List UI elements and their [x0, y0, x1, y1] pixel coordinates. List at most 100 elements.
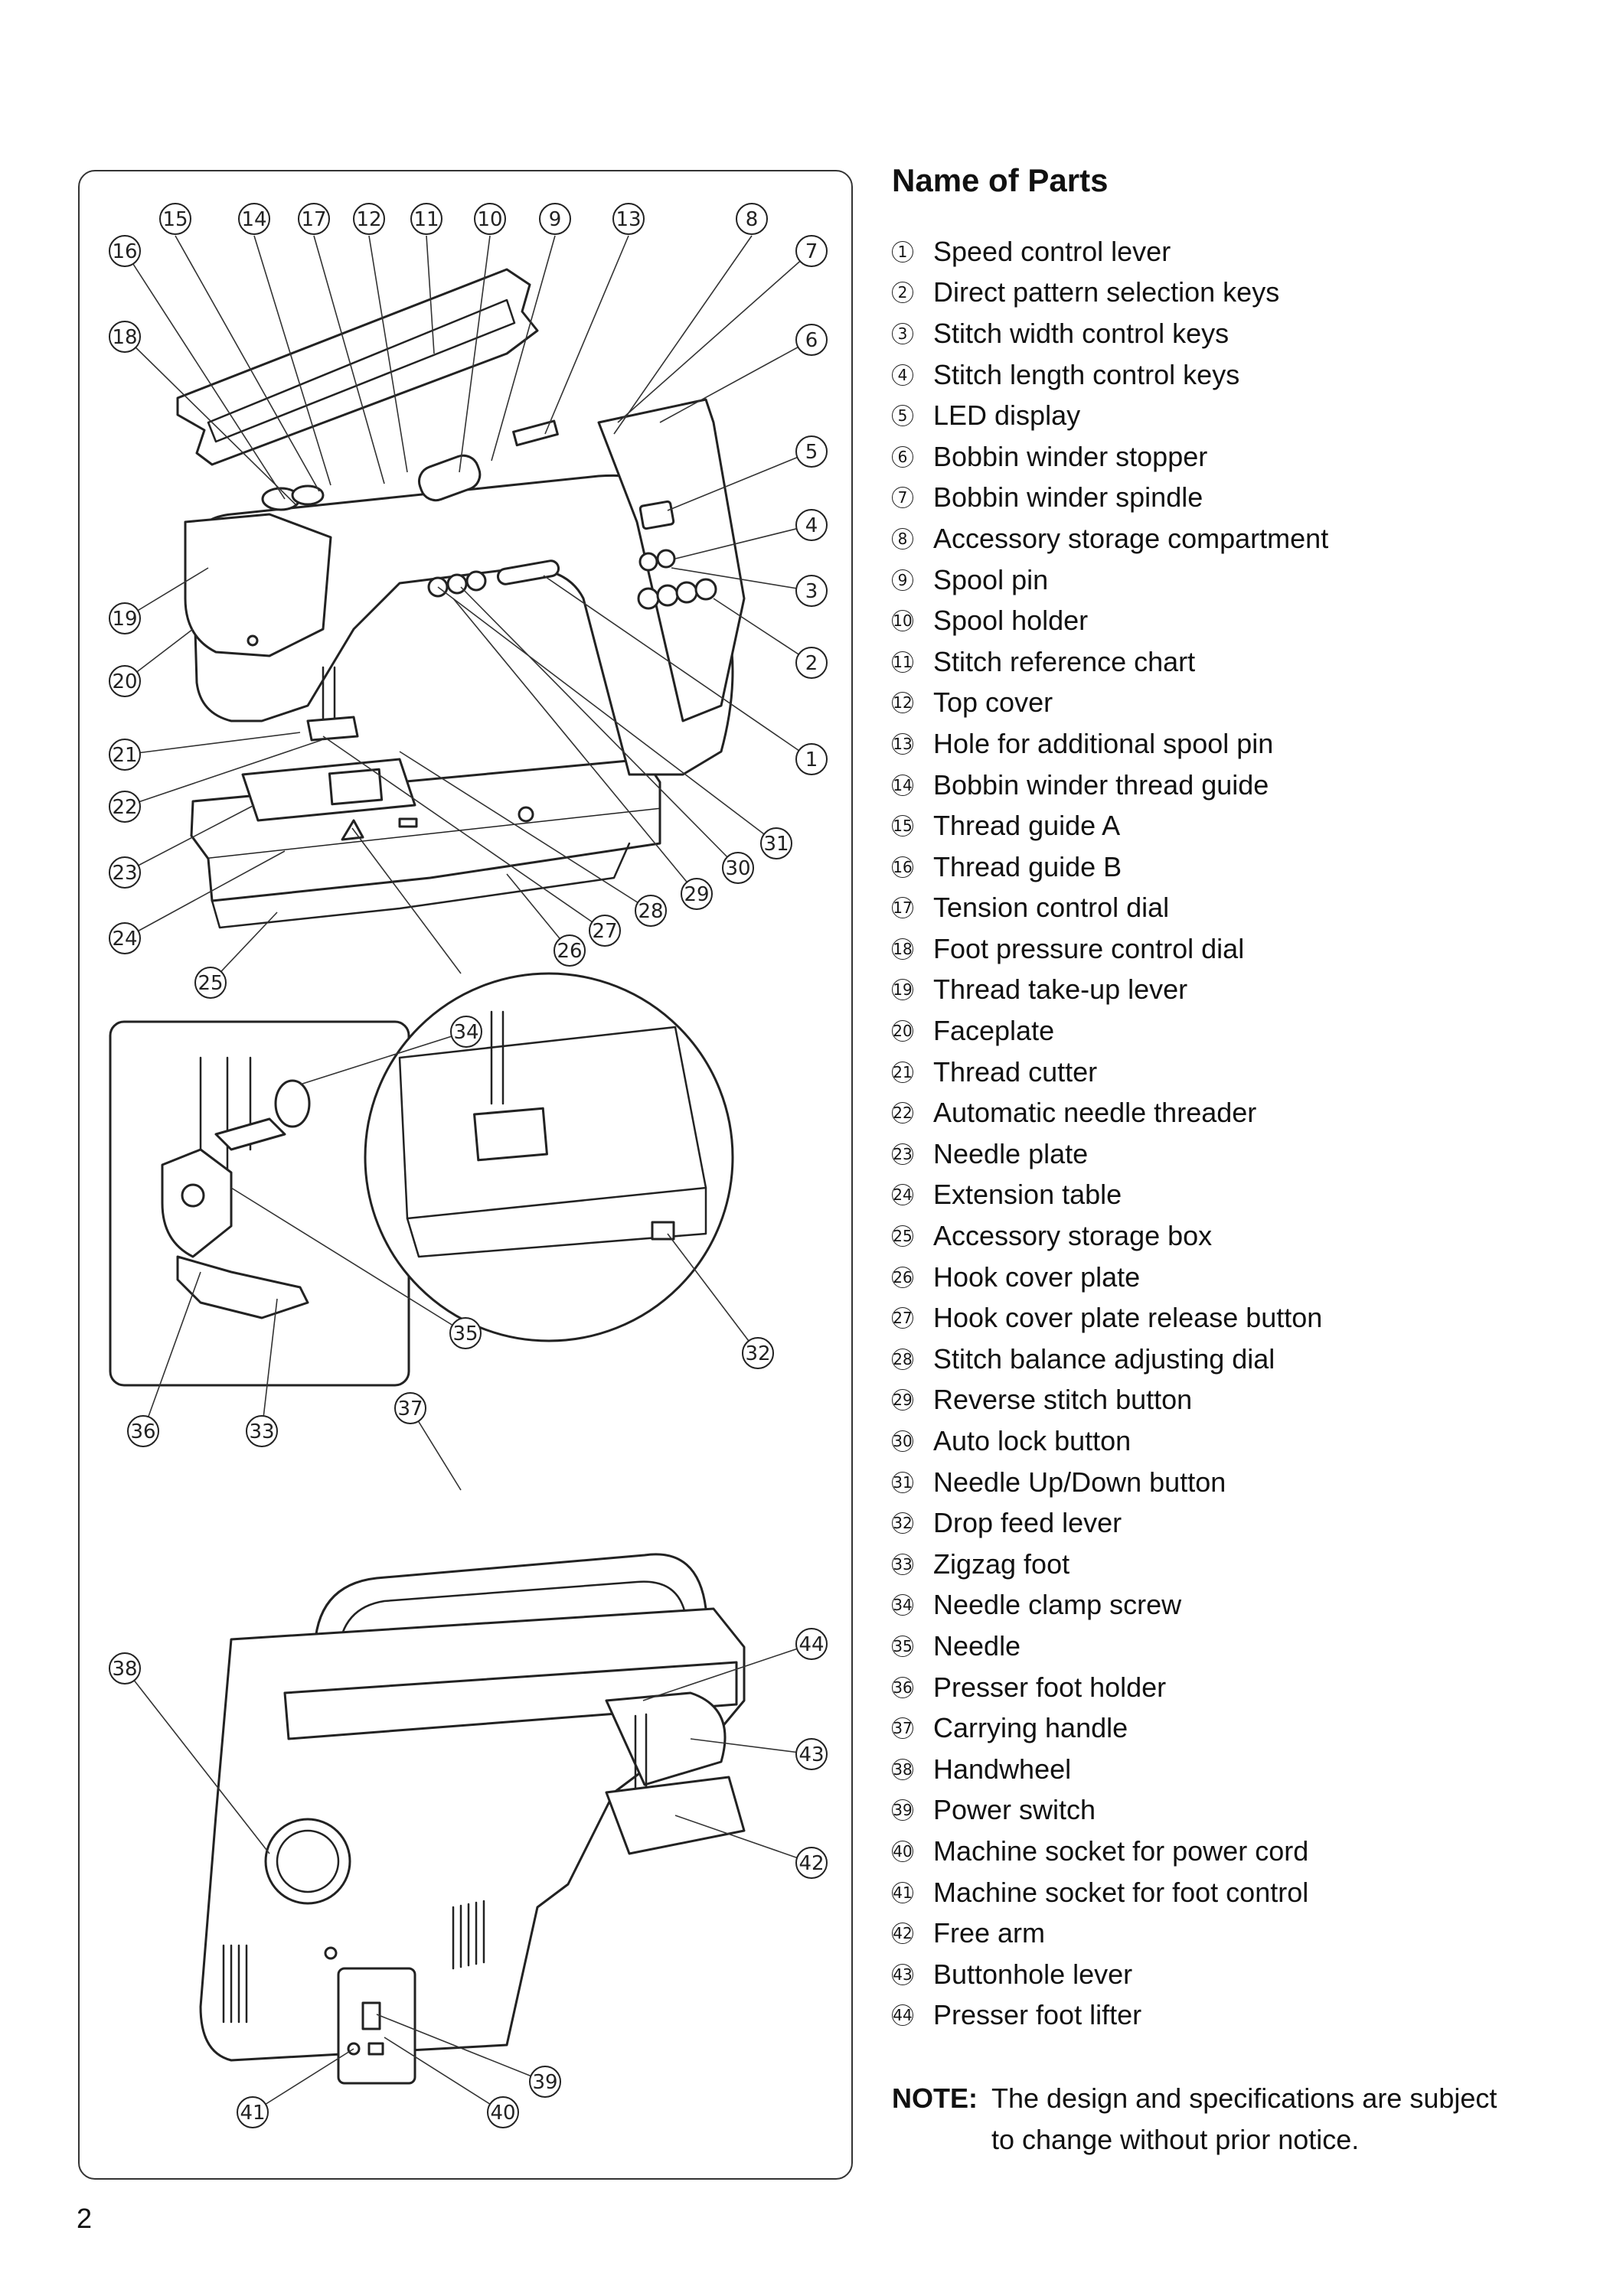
svg-text:33: 33: [249, 1420, 274, 1443]
part-name: Drop feed lever: [933, 1507, 1122, 1539]
part-number: 3: [892, 322, 913, 344]
callout-32: 32: [742, 1337, 774, 1369]
part-number: 33: [892, 1553, 913, 1575]
part-number: 28: [892, 1348, 913, 1370]
svg-text:17: 17: [301, 208, 326, 231]
callout-13: 13: [612, 203, 645, 235]
part-number: 13: [892, 732, 913, 755]
part-number: 23: [892, 1143, 913, 1165]
callout-15: 15: [159, 203, 191, 235]
callout-25: 25: [194, 967, 227, 999]
part-number: 6: [892, 445, 913, 468]
part-number: 42: [892, 1923, 913, 1945]
callout-18: 18: [109, 321, 141, 353]
svg-text:3: 3: [805, 580, 818, 603]
part-name: Spool pin: [933, 563, 1049, 595]
part-name: Direct pattern selection keys: [933, 276, 1280, 308]
page-number: 2: [77, 2203, 93, 2234]
callout-27: 27: [589, 915, 621, 947]
part-number: 12: [892, 692, 913, 714]
part-item: 10 Spool holder: [892, 600, 1328, 641]
callout-24: 24: [109, 922, 141, 954]
svg-text:13: 13: [616, 208, 641, 231]
sewing-machine-figure: 15 14 17 12 11 10 9 13 8 7 6 5 4 3 2 1 1…: [109, 203, 828, 2128]
part-name: Auto lock button: [933, 1425, 1132, 1457]
part-name: Spool holder: [933, 605, 1089, 637]
machine-rear-drawing: [199, 1553, 746, 2085]
callout-34: 34: [450, 1016, 482, 1048]
part-number: 31: [892, 1471, 913, 1493]
part-number: 38: [892, 1758, 913, 1780]
callout-11: 11: [410, 203, 442, 235]
part-name: Hole for additional spool pin: [933, 727, 1274, 759]
part-number: 11: [892, 651, 913, 673]
part-number: 9: [892, 569, 913, 591]
part-name: Thread cutter: [933, 1055, 1098, 1088]
figure-panel: [78, 170, 853, 2180]
svg-text:25: 25: [198, 972, 223, 995]
svg-text:23: 23: [112, 862, 137, 885]
svg-text:18: 18: [112, 326, 137, 349]
callout-42: 42: [795, 1847, 828, 1879]
part-name: Machine socket for foot control: [933, 1876, 1309, 1908]
svg-text:7: 7: [805, 240, 818, 263]
callout-21: 21: [109, 739, 141, 771]
callout-16: 16: [109, 235, 141, 267]
part-name: Faceplate: [933, 1015, 1055, 1047]
callout-3: 3: [795, 575, 828, 607]
part-number: 7: [892, 487, 913, 509]
part-name: Bobbin winder spindle: [933, 481, 1203, 514]
svg-text:27: 27: [592, 920, 617, 943]
part-item: 7 Bobbin winder spindle: [892, 478, 1328, 519]
callout-22: 22: [109, 791, 141, 823]
page-title: Name of Parts: [892, 162, 1109, 198]
callout-39: 39: [529, 2066, 561, 2098]
part-number: 19: [892, 979, 913, 1001]
part-number: 10: [892, 610, 913, 632]
callout-markers: 15 14 17 12 11 10 9 13 8 7 6 5 4 3 2 1 1…: [109, 203, 828, 2128]
part-name: Buttonhole lever: [933, 1958, 1133, 1990]
svg-text:21: 21: [112, 744, 137, 767]
svg-text:37: 37: [397, 1397, 423, 1420]
callout-19: 19: [109, 602, 141, 634]
part-name: Power switch: [933, 1794, 1096, 1826]
part-number: 25: [892, 1225, 913, 1247]
callout-35: 35: [449, 1317, 482, 1349]
svg-text:11: 11: [413, 208, 439, 231]
callout-5: 5: [795, 435, 828, 468]
callout-12: 12: [353, 203, 385, 235]
svg-text:6: 6: [805, 329, 818, 352]
part-number: 39: [892, 1799, 913, 1821]
part-number: 32: [892, 1512, 913, 1534]
callout-6: 6: [795, 324, 828, 356]
svg-text:2: 2: [805, 652, 818, 675]
callout-2: 2: [795, 647, 828, 679]
svg-text:16: 16: [112, 240, 137, 263]
part-name: Presser foot holder: [933, 1671, 1167, 1703]
svg-text:22: 22: [112, 796, 137, 819]
callout-36: 36: [127, 1415, 159, 1447]
part-name: Machine socket for power cord: [933, 1835, 1309, 1867]
part-name: Bobbin winder stopper: [933, 440, 1208, 472]
part-name: LED display: [933, 400, 1081, 432]
part-name: Stitch length control keys: [933, 358, 1240, 390]
part-name: Tension control dial: [933, 892, 1170, 924]
part-number: 24: [892, 1184, 913, 1206]
part-name: Accessory storage compartment: [933, 522, 1329, 554]
svg-text:1: 1: [805, 748, 818, 771]
callout-9: 9: [539, 203, 571, 235]
